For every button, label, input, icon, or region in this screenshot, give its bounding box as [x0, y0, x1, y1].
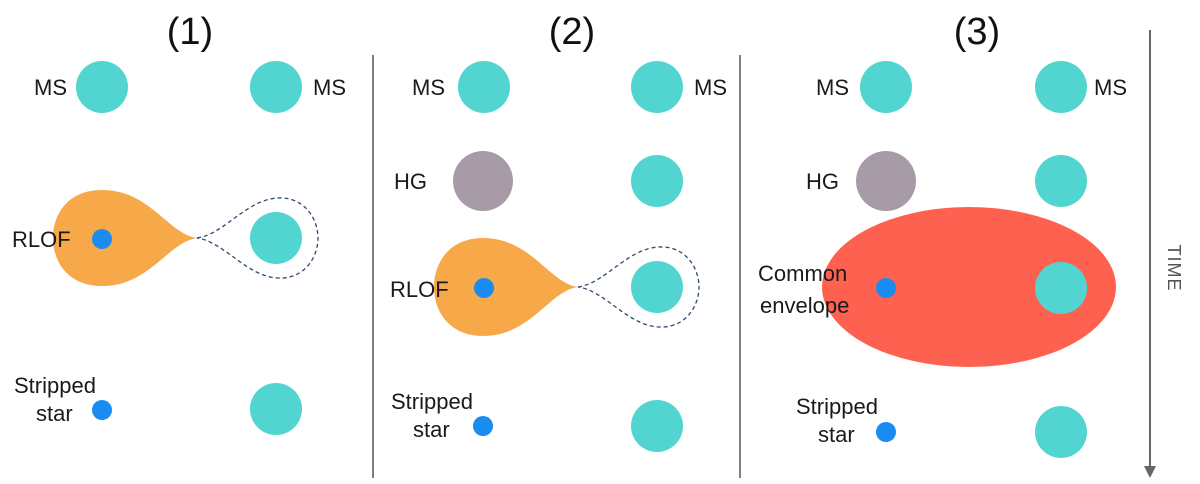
panel-1: MS MS RLOF Stripped star: [12, 61, 346, 435]
donor-core: [474, 278, 494, 298]
panel-title-1: (1): [167, 11, 213, 53]
label-ms-primary: MS: [816, 75, 849, 100]
rlof-lobe: [434, 238, 578, 336]
panel-title-3: (3): [954, 11, 1000, 53]
label-stripped-line1: Stripped: [391, 389, 473, 414]
roche-lobe-outline: [577, 246, 700, 328]
label-ms-primary: MS: [412, 75, 445, 100]
ms-star-primary: [860, 61, 912, 113]
label-stripped-line1: Stripped: [14, 373, 96, 398]
time-axis: TIME: [1144, 30, 1184, 478]
label-stripped-line2: star: [818, 422, 855, 447]
stripped-star: [876, 422, 896, 442]
rlof-lobe: [53, 190, 197, 286]
companion-star: [631, 400, 683, 452]
envelope-companion-star: [1035, 262, 1087, 314]
stripped-star: [473, 416, 493, 436]
panel-2: MS MS HG RLOF Stripped star: [390, 61, 727, 452]
label-ms-secondary: MS: [694, 75, 727, 100]
label-common-line2: envelope: [760, 293, 849, 318]
label-ms-secondary: MS: [313, 75, 346, 100]
ms-star-primary: [76, 61, 128, 113]
ms-star-secondary: [250, 61, 302, 113]
label-hg: HG: [806, 169, 839, 194]
hg-star: [453, 151, 513, 211]
hg-star: [856, 151, 916, 211]
panel-title-2: (2): [549, 11, 595, 53]
ms-star-secondary-hg: [1035, 155, 1087, 207]
label-common-line1: Common: [758, 261, 847, 286]
companion-star: [1035, 406, 1087, 458]
label-stripped-line2: star: [413, 417, 450, 442]
label-ms-primary: MS: [34, 75, 67, 100]
panel-3: MS MS HG Common envelope Stripped star: [758, 61, 1127, 458]
label-stripped-line2: star: [36, 401, 73, 426]
envelope-core: [876, 278, 896, 298]
common-envelope: [822, 207, 1116, 367]
companion-star: [250, 383, 302, 435]
label-rlof: RLOF: [12, 227, 71, 252]
ms-star-secondary-hg: [631, 155, 683, 207]
accretor-star: [631, 261, 683, 313]
ms-star-secondary: [631, 61, 683, 113]
roche-lobe-outline: [196, 197, 319, 279]
label-stripped-line1: Stripped: [796, 394, 878, 419]
ms-star-secondary: [1035, 61, 1087, 113]
donor-core: [92, 229, 112, 249]
label-hg: HG: [394, 169, 427, 194]
label-ms-secondary: MS: [1094, 75, 1127, 100]
time-arrow-head: [1144, 466, 1156, 478]
accretor-star: [250, 212, 302, 264]
stripped-star: [92, 400, 112, 420]
ms-star-primary: [458, 61, 510, 113]
time-label: TIME: [1164, 245, 1184, 292]
label-rlof: RLOF: [390, 277, 449, 302]
